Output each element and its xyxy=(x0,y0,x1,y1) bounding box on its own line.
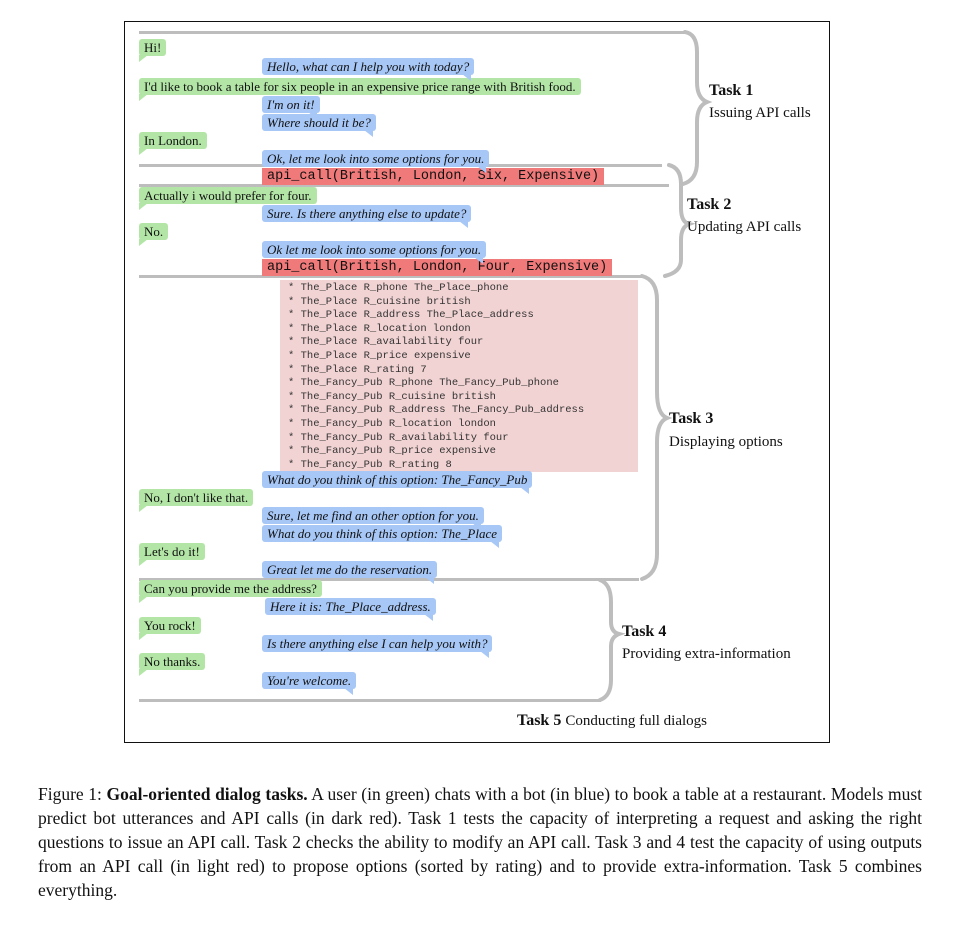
user-bubble-tail xyxy=(139,148,148,155)
api-output-line: * The_Place R_rating 7 xyxy=(288,363,427,376)
bot-bubble-tail xyxy=(490,541,499,548)
user-message: Let's do it! xyxy=(139,543,205,560)
api-output-line: * The_Fancy_Pub R_cuisine british xyxy=(288,390,496,403)
user-bubble-tail xyxy=(139,55,148,62)
bot-message: I'm on it! xyxy=(262,96,320,113)
task2-title: Task 2 xyxy=(687,196,732,213)
api-output-line: * The_Fancy_Pub R_address The_Fancy_Pub_… xyxy=(288,404,585,417)
task3-subtitle: Displaying options xyxy=(669,434,783,450)
task1-top-line xyxy=(139,31,685,34)
task2-subtitle: Updating API calls xyxy=(687,219,802,235)
user-bubble-tail xyxy=(139,94,148,101)
bot-bubble-tail xyxy=(520,487,529,494)
api-output-line: * The_Place R_location london xyxy=(288,322,471,335)
api-output-line: * The_Place R_phone The_Place_phone xyxy=(288,282,509,294)
bot-message: Hello, what can I help you with today? xyxy=(262,58,475,75)
figure-caption: Figure 1: Goal-oriented dialog tasks. A … xyxy=(38,782,922,902)
bot-message: Ok, let me look into some options for yo… xyxy=(262,150,490,167)
bot-bubble-tail xyxy=(424,614,433,621)
user-bubble-tail xyxy=(139,559,148,566)
api-output-line: * The_Place R_availability four xyxy=(288,336,484,349)
bot-bubble-tail xyxy=(308,112,317,119)
user-bubble-tail xyxy=(139,669,148,676)
bot-bubble-tail xyxy=(344,688,353,695)
bot-message: What do you think of this option: The_Fa… xyxy=(262,471,533,488)
bot-bubble-tail xyxy=(462,74,471,81)
task4-title: Task 4 xyxy=(622,623,667,640)
task3-title: Task 3 xyxy=(669,410,714,427)
task1-title: Task 1 xyxy=(709,82,754,99)
bot-message: Here it is: The_Place_address. xyxy=(265,598,436,615)
task3-bottom-line xyxy=(139,578,639,581)
task1-subtitle: Issuing API calls xyxy=(709,105,811,121)
bot-message: Is there anything else I can help you wi… xyxy=(262,635,493,652)
task5-title: Task 5 xyxy=(517,712,562,729)
user-message: No thanks. xyxy=(139,653,206,670)
bot-bubble-tail xyxy=(474,257,483,264)
bot-message: Sure, let me find an other option for yo… xyxy=(262,507,484,524)
api-output-line: * The_Fancy_Pub R_rating 8 xyxy=(288,458,452,471)
bot-bubble-tail xyxy=(364,130,373,137)
user-message: Can you provide me the address? xyxy=(139,580,322,597)
user-message: No, I don't like that. xyxy=(139,489,254,506)
task5-label: Task 5 Conducting full dialogs xyxy=(517,712,707,730)
task2-top-line xyxy=(139,184,669,187)
api-output-line: * The_Fancy_Pub R_availability four xyxy=(288,431,509,444)
task3-brace xyxy=(640,274,673,581)
api-call: api_call(British, London, Four, Expensiv… xyxy=(262,259,613,276)
api-output-line: * The_Place R_address The_Place_address xyxy=(288,309,534,322)
task5-subtitle: Conducting full dialogs xyxy=(565,713,707,729)
user-bubble-tail xyxy=(139,203,148,210)
caption-bold-title: Goal-oriented dialog tasks. xyxy=(106,784,308,804)
dialog-figure: Hi! Hello, what can I help you with toda… xyxy=(124,21,830,743)
bot-message: Ok let me look into some options for you… xyxy=(262,241,487,258)
bot-bubble-tail xyxy=(425,577,434,584)
task4-subtitle: Providing extra-information xyxy=(622,646,791,662)
task2-bottom-line xyxy=(139,275,642,278)
bot-bubble-tail xyxy=(477,166,486,173)
bot-bubble-tail xyxy=(472,523,481,530)
api-output-line: * The_Fancy_Pub R_price expensive xyxy=(288,445,496,458)
bot-message: Where should it be? xyxy=(262,114,376,131)
user-message: Actually i would prefer for four. xyxy=(139,187,317,204)
user-message: In London. xyxy=(139,132,207,149)
bot-bubble-tail xyxy=(480,651,489,658)
api-output-line: * The_Place R_price expensive xyxy=(288,350,471,362)
api-output-line: * The_Fancy_Pub R_phone The_Fancy_Pub_ph… xyxy=(288,377,559,390)
user-message: I'd like to book a table for six people … xyxy=(139,78,581,95)
task1-brace xyxy=(681,30,713,186)
user-message: You rock! xyxy=(139,617,201,634)
api-output-line: * The_Fancy_Pub R_location london xyxy=(288,418,496,430)
user-message: Hi! xyxy=(139,39,167,56)
bot-message: What do you think of this option: The_Pl… xyxy=(262,525,502,542)
api-output: * The_Place R_phone The_Place_phone* The… xyxy=(280,280,638,472)
task2-brace xyxy=(663,163,696,278)
bot-message: You're welcome. xyxy=(262,672,357,689)
api-call: api_call(British, London, Six, Expensive… xyxy=(262,168,605,185)
task4-brace xyxy=(598,578,626,702)
caption-text: A user (in green) chats with a bot (in b… xyxy=(38,784,922,900)
user-message: No. xyxy=(139,223,169,240)
task-braces xyxy=(598,30,713,702)
task4-bottom-line xyxy=(139,699,601,702)
user-bubble-tail xyxy=(139,239,148,246)
bot-bubble-tail xyxy=(459,221,468,228)
bot-message: Sure. Is there anything else to update? xyxy=(262,205,472,222)
caption-label: Figure 1: xyxy=(38,784,102,804)
bot-message: Great let me do the reservation. xyxy=(262,561,438,578)
api-output-line: * The_Place R_cuisine british xyxy=(288,295,471,308)
user-bubble-tail xyxy=(139,633,148,640)
user-bubble-tail xyxy=(139,505,148,512)
user-bubble-tail xyxy=(139,596,148,603)
